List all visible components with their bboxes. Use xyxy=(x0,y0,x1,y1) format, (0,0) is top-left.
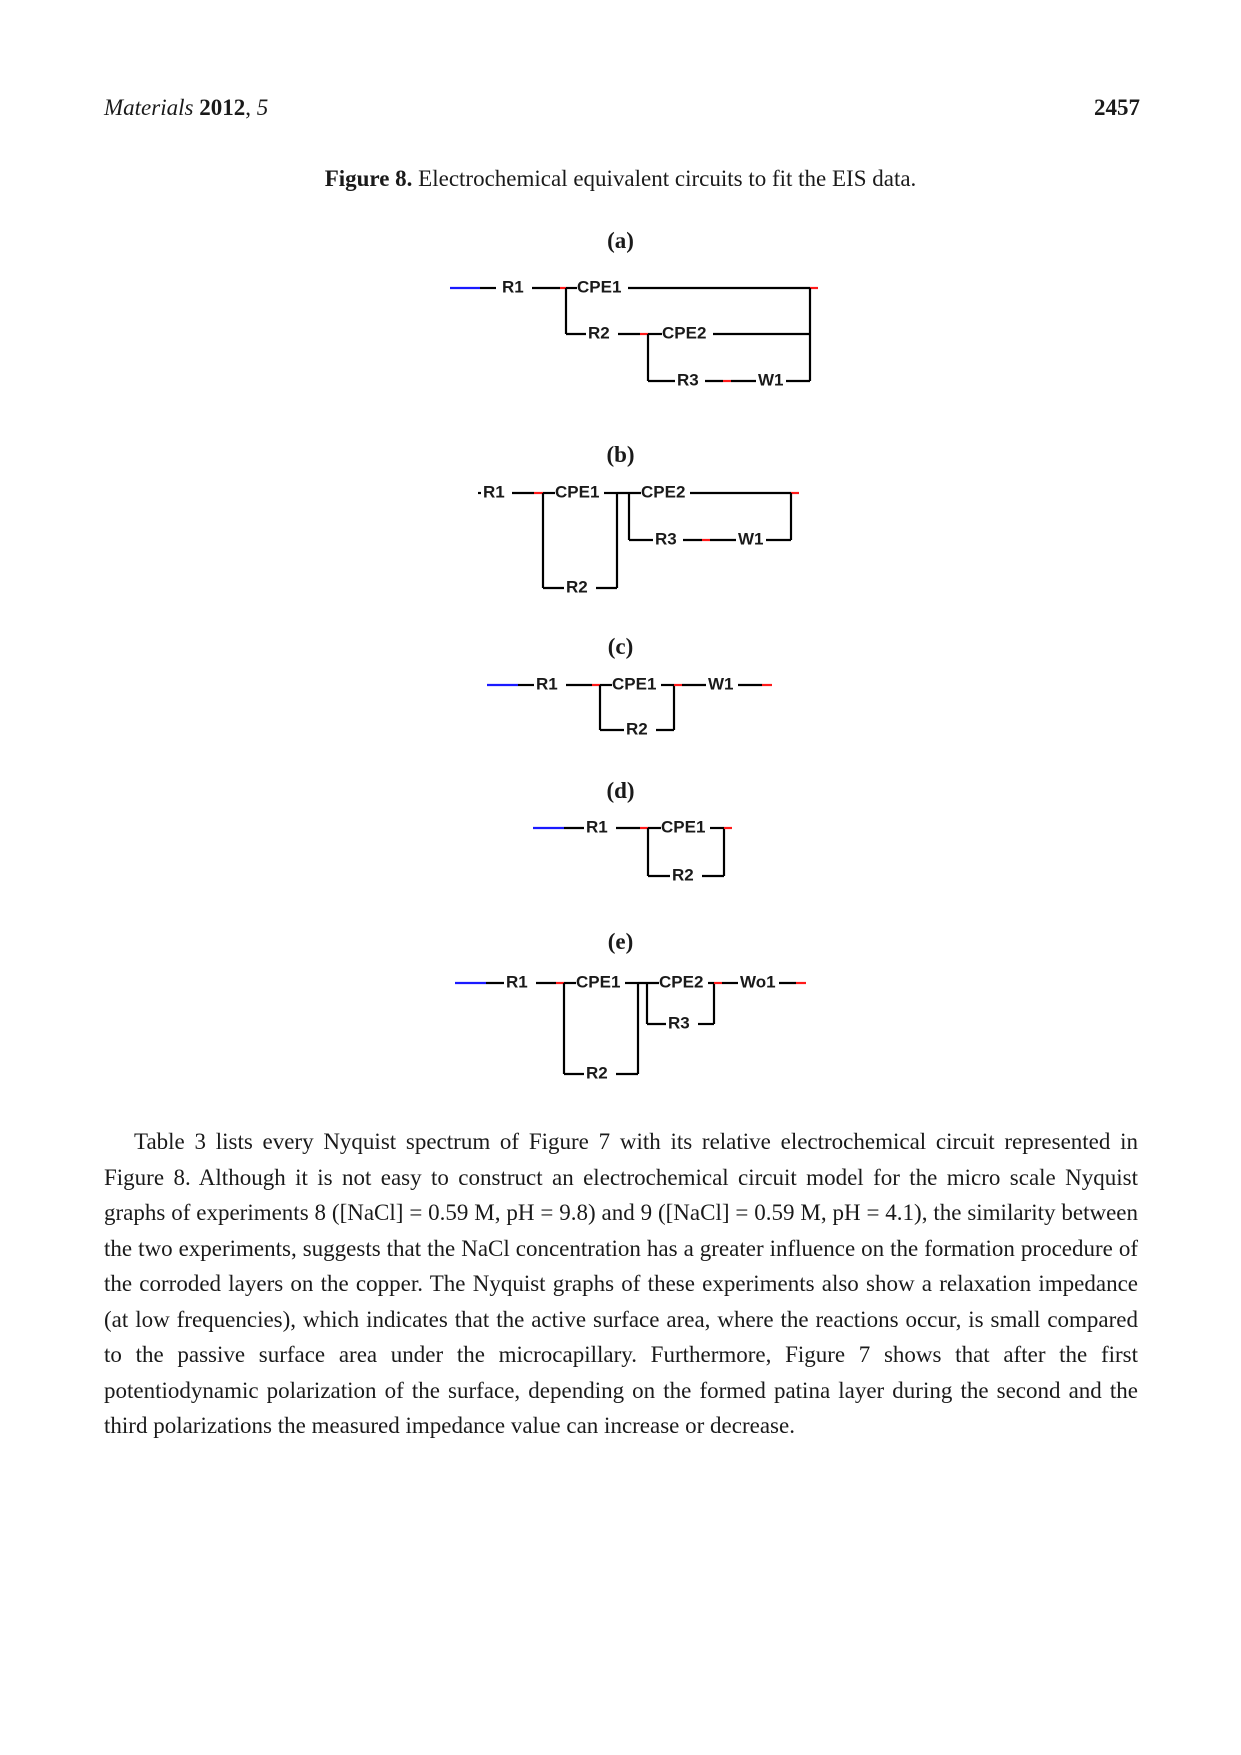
circuit-c-w1: W1 xyxy=(708,674,734,693)
circuit-a-r2: R2 xyxy=(588,323,610,342)
circuit-b: R1 CPE1 CPE2 R3 W1 R2 xyxy=(478,482,799,596)
figure-label: Figure 8. xyxy=(324,166,413,191)
circuit-a-r3: R3 xyxy=(677,370,699,389)
circuit-e-r2: R2 xyxy=(586,1063,608,1082)
figure-caption: Figure 8. Electrochemical equivalent cir… xyxy=(0,166,1241,192)
journal-volume: 5 xyxy=(256,95,269,120)
circuit-b-r3: R3 xyxy=(655,529,677,548)
circuit-d-cpe1: CPE1 xyxy=(661,817,705,836)
circuit-b-cpe1: CPE1 xyxy=(555,482,599,501)
circuit-e-cpe2: CPE2 xyxy=(659,972,703,991)
circuit-e-r3: R3 xyxy=(668,1013,690,1032)
panel-b-label: (b) xyxy=(606,442,635,467)
circuit-e-wo1: Wo1 xyxy=(740,972,776,991)
body-paragraph: Table 3 lists every Nyquist spectrum of … xyxy=(104,1129,1138,1438)
circuit-b-w1: W1 xyxy=(738,529,764,548)
circuit-d-r2: R2 xyxy=(672,865,694,884)
circuit-d-r1: R1 xyxy=(586,817,608,836)
circuit-a-r1: R1 xyxy=(502,277,524,296)
circuit-a-w1: W1 xyxy=(758,370,784,389)
panel-a-label: (a) xyxy=(607,228,634,253)
circuit-d: R1 CPE1 R2 xyxy=(533,817,732,884)
journal-name: Materials xyxy=(104,95,194,120)
circuit-e-r1: R1 xyxy=(506,972,528,991)
page-number: 2457 xyxy=(1094,95,1140,120)
circuit-c-r2: R2 xyxy=(626,719,648,738)
circuit-b-cpe2: CPE2 xyxy=(641,482,685,501)
circuit-a-cpe2: CPE2 xyxy=(662,323,706,342)
circuit-c: R1 CPE1 W1 R2 xyxy=(487,674,772,738)
running-header: Materials 2012, 5 xyxy=(104,95,269,120)
circuit-b-r1: R1 xyxy=(483,482,505,501)
journal-year: 2012 xyxy=(199,95,246,120)
circuit-a-cpe1: CPE1 xyxy=(577,277,621,296)
circuit-c-r1: R1 xyxy=(536,674,558,693)
figure-caption-text: Electrochemical equivalent circuits to f… xyxy=(418,166,917,191)
circuit-a: R1 CPE1 R2 CPE2 R3 W1 xyxy=(450,277,818,389)
circuit-e: R1 CPE1 CPE2 Wo1 R3 R2 xyxy=(455,972,806,1082)
circuit-b-r2: R2 xyxy=(566,577,588,596)
panel-e-label: (e) xyxy=(607,929,634,954)
circuit-e-cpe1: CPE1 xyxy=(576,972,620,991)
circuit-c-cpe1: CPE1 xyxy=(612,674,656,693)
panel-d-label: (d) xyxy=(606,778,635,803)
panel-c-label: (c) xyxy=(607,634,634,659)
